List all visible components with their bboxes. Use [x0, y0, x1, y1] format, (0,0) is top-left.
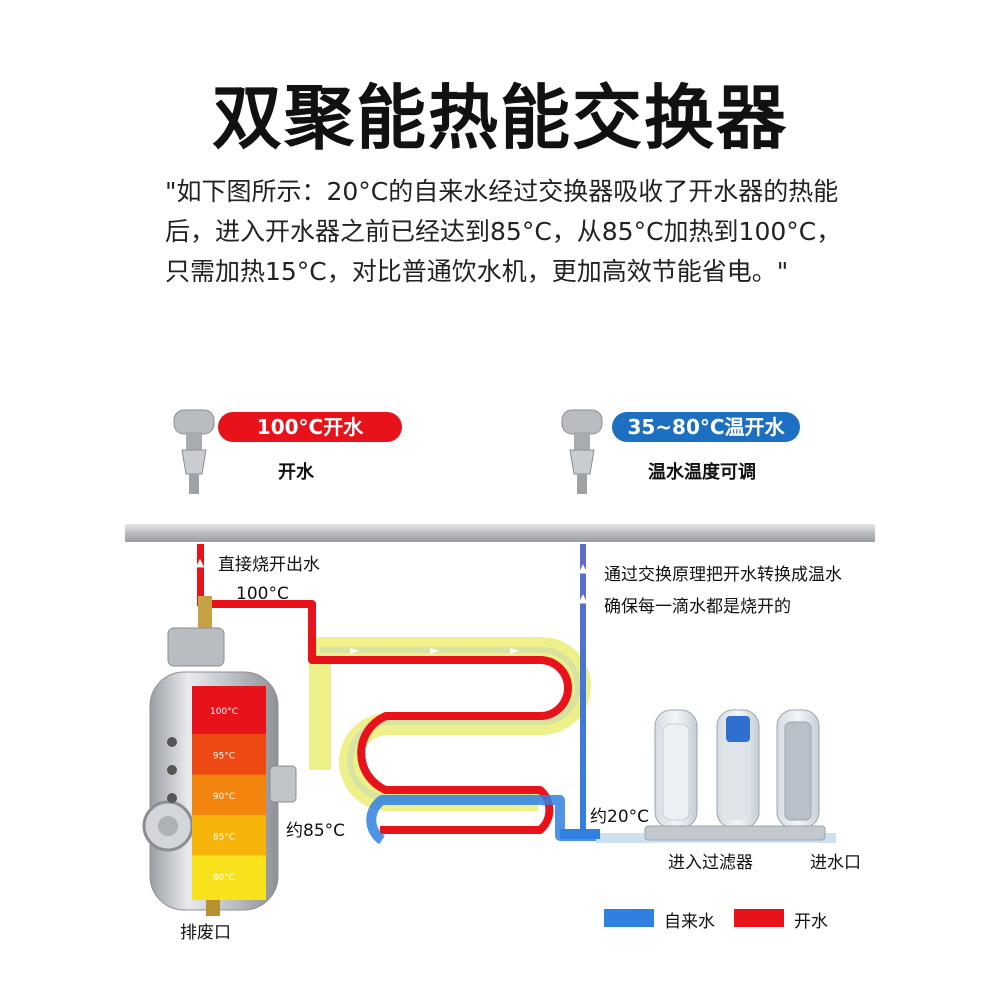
hot-riser-pipe [197, 544, 204, 606]
filter-1 [654, 709, 698, 829]
heat-exchanger-coil [200, 600, 596, 845]
legend-swatch-tap-water [604, 909, 654, 927]
tank-level-band [192, 855, 266, 896]
arrow-up-icon: ▲ [196, 556, 205, 569]
tank-level-label: 85°C [213, 832, 235, 842]
hot-tap-caption: 开水 [278, 462, 314, 483]
warm-water-badge: 35~80°C温开水 [612, 412, 800, 442]
warm-riser-pipe [580, 544, 586, 834]
arrow-right-icon: ► [350, 643, 360, 657]
arrow-right-icon: ► [510, 643, 520, 657]
inlet-label: 进水口 [810, 853, 861, 873]
faucet-hot-icon [173, 409, 215, 494]
tank-level-label: 80°C [213, 873, 235, 883]
faucet-warm-icon [561, 409, 603, 494]
temp-85-label: 约85°C [286, 821, 346, 841]
arrow-right-icon: ► [430, 643, 440, 657]
tank-level-label: 95°C [213, 751, 235, 761]
filter-3 [776, 709, 820, 829]
tank-level-band [192, 686, 266, 734]
exchange-note-1: 通过交换原理把开水转换成温水 [604, 565, 842, 585]
tank-level-label: 90°C [213, 792, 235, 802]
main-pipe [125, 524, 875, 542]
legend-label-tap-water: 自来水 [664, 912, 715, 932]
temp-100-label: 100°C [236, 584, 289, 604]
hot-water-badge: 100°C开水 [218, 412, 402, 442]
tank-level-band [192, 774, 266, 815]
arrow-up-icon: ▲ [578, 591, 588, 605]
arrow-up-icon: ▲ [578, 561, 588, 575]
warm-tap-caption: 温水温度可调 [648, 462, 756, 483]
tank-level-bottom [192, 896, 266, 900]
drain-label: 排废口 [180, 923, 231, 943]
page-title: 双聚能热能交换器 [212, 77, 788, 159]
tank-level-label: 100°C [210, 707, 238, 717]
tank-temperature-levels: 100°C 95°C 90°C 85°C 80°C [192, 686, 266, 900]
temp-20-label: 约20°C [590, 807, 650, 827]
filter-in-label: 进入过滤器 [668, 853, 753, 873]
legend-swatch-boiling-water [734, 909, 784, 927]
filter-2 [716, 709, 760, 829]
tank-level-band [192, 734, 266, 775]
legend-label-boiling-water: 开水 [794, 912, 828, 932]
description-text: "如下图所示：20°C的自来水经过交换器吸收了开水器的热能后，进入开水器之前已经… [165, 177, 842, 286]
tank-level-band [192, 815, 266, 856]
exchange-note-2: 确保每一滴水都是烧开的 [604, 597, 791, 617]
direct-boil-label: 直接烧开出水 [218, 555, 320, 575]
